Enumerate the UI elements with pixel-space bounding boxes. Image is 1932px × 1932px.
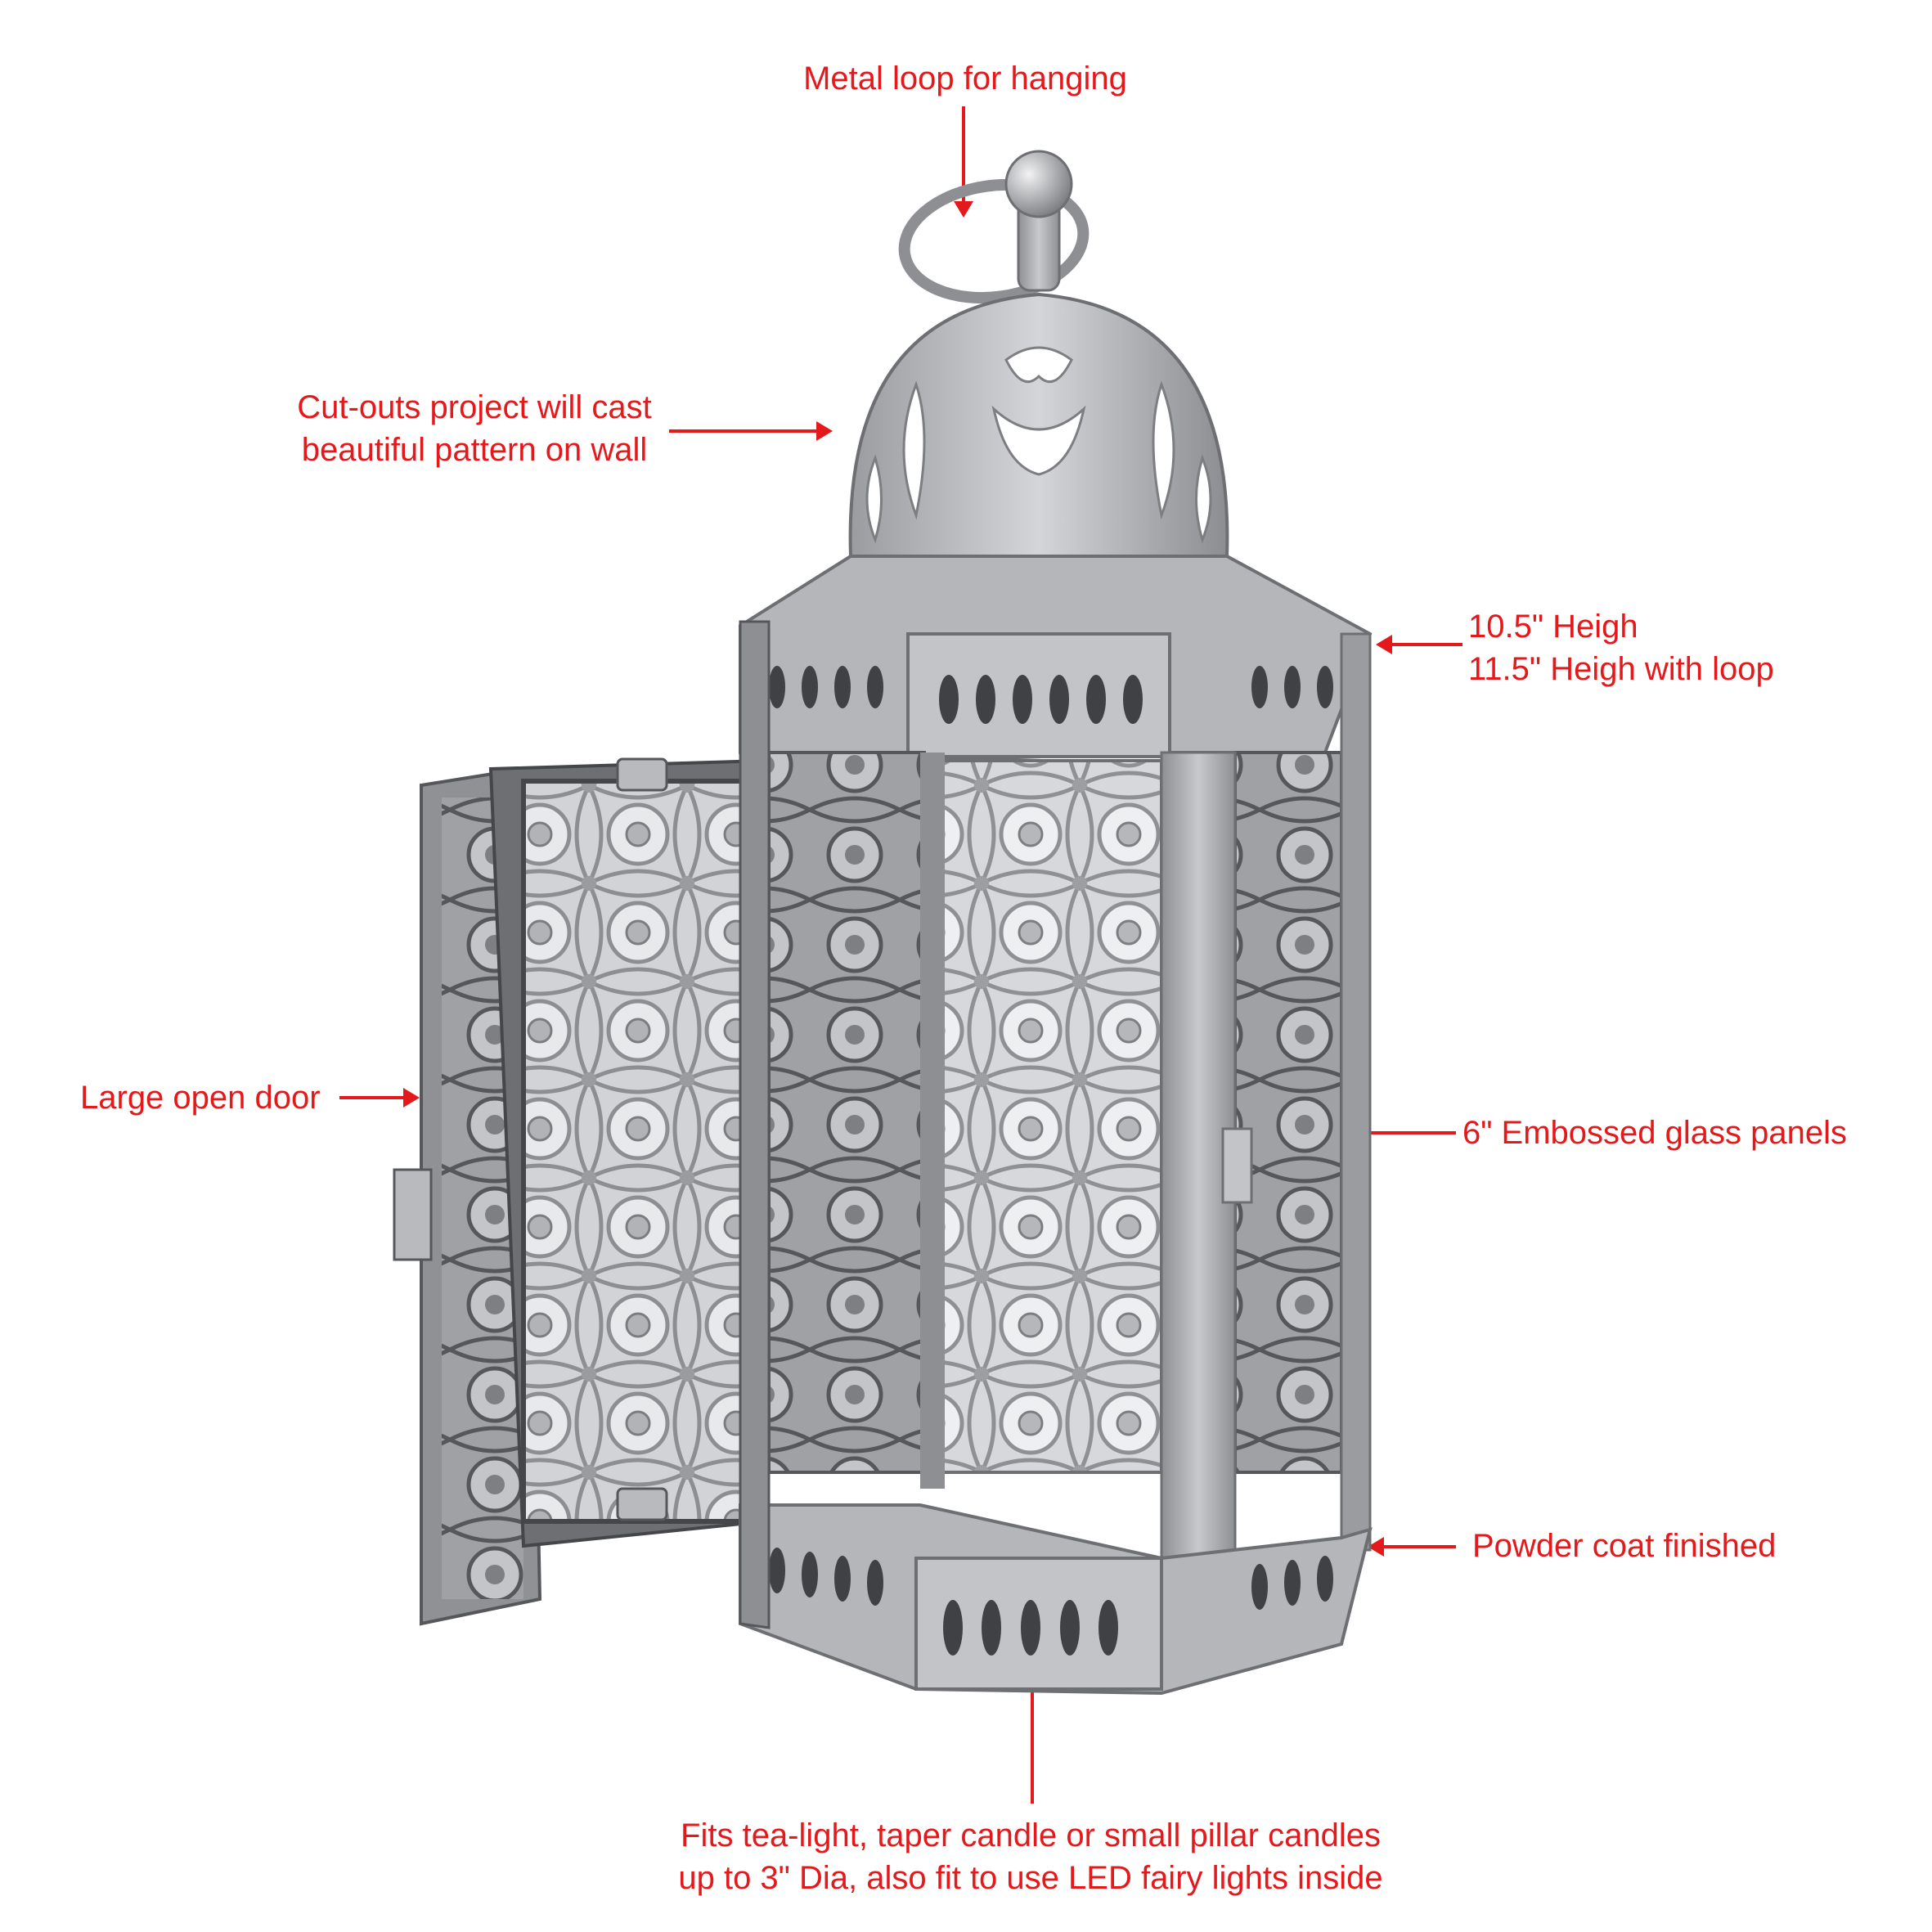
label-metal-loop: Metal loop for hanging <box>769 57 1161 100</box>
label-height: 10.5" Heigh 11.5" Heigh with loop <box>1468 605 1774 690</box>
label-line: beautiful pattern on wall <box>301 432 648 468</box>
label-line: Powder coat finished <box>1472 1528 1777 1564</box>
label-line: 10.5" Heigh <box>1468 609 1638 645</box>
lantern-body <box>739 150 1373 1696</box>
label-fits-candles: Fits tea-light, taper candle or small pi… <box>589 1814 1472 1899</box>
label-powder-coat: Powder coat finished <box>1472 1525 1776 1567</box>
label-line: Large open door <box>80 1080 321 1116</box>
label-line: Fits tea-light, taper candle or small pi… <box>681 1817 1381 1853</box>
label-line: 11.5" Heigh with loop <box>1468 651 1774 687</box>
label-line: Cut-outs project will cast <box>297 389 652 425</box>
label-open-door: Large open door <box>80 1076 321 1119</box>
label-line: Metal loop for hanging <box>803 61 1127 97</box>
label-cutouts: Cut-outs project will cast beautiful pat… <box>270 386 679 471</box>
label-line: up to 3" Dia, also fit to use LED fairy … <box>678 1860 1383 1896</box>
label-glass-panels: 6" Embossed glass panels <box>1462 1112 1847 1154</box>
lantern-door <box>393 757 766 1626</box>
label-line: 6" Embossed glass panels <box>1462 1115 1848 1151</box>
